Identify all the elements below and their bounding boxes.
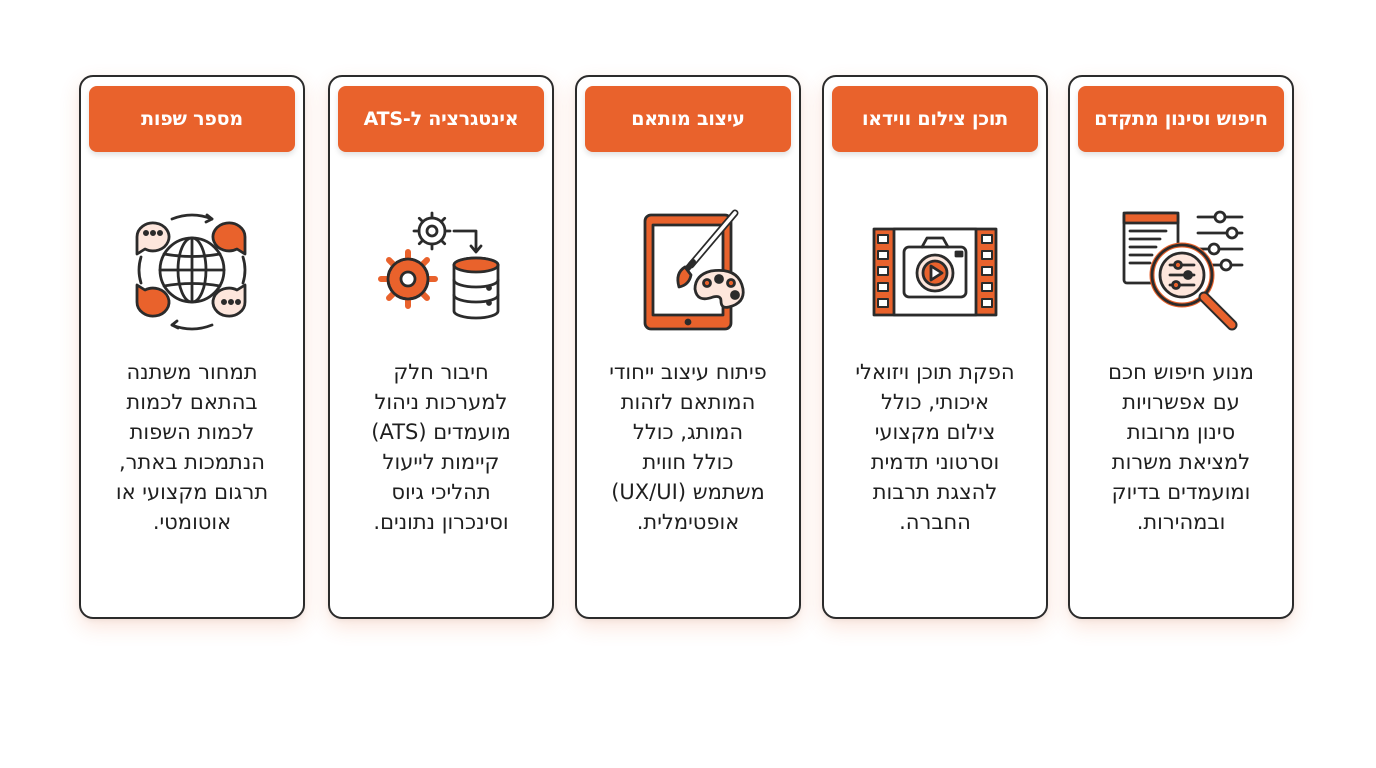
description-line: הפקת תוכן ויזואלי	[855, 360, 1015, 384]
description-line: ובמהירות.	[1136, 510, 1226, 534]
card-title: מספר שפות	[89, 86, 295, 152]
card-ats-integration: אינטגרציה ל-ATS	[328, 75, 554, 619]
description-line: ומועמדים בדיוק	[1111, 480, 1251, 504]
description-line: החברה.	[899, 510, 971, 534]
description-line: המותג, כולל	[632, 420, 744, 444]
description-line: עם אפשרויות	[1122, 390, 1240, 414]
film-camera-icon	[870, 207, 1000, 337]
card-advanced-search: חיפוש וסינון מתקדם מנוע חיפוש חכם עם א	[1068, 75, 1294, 619]
description-line: איכותי, כולל	[880, 390, 990, 414]
card-description: הפקת תוכן ויזואלי איכותי, כולל צילום מקצ…	[838, 357, 1032, 537]
description-line: בהתאם לכמות	[126, 390, 258, 414]
card-description: תמחור משתנה בהתאם לכמות לכמות השפות הנתמ…	[95, 357, 289, 537]
description-line: מנוע חיפוש חכם	[1108, 360, 1254, 384]
card-title: תוכן צילום ווידאו	[832, 86, 1038, 152]
card-title: אינטגרציה ל-ATS	[338, 86, 544, 152]
description-line: המותאם לזהות	[620, 390, 756, 414]
description-line: למציאת משרות	[1111, 450, 1251, 474]
card-photo-video: תוכן צילום ווידאו הפקת תוכן ויזואלי איכו…	[822, 75, 1048, 619]
card-description: חיבור חלק למערכות ניהול מועמדים (ATS) קי…	[344, 357, 538, 537]
card-languages: מספר שפות תמחור משתנה בהתאם לכמות לכמות …	[79, 75, 305, 619]
description-line: כולל חווית	[642, 450, 734, 474]
description-line: חיבור חלק	[393, 360, 489, 384]
card-description: פיתוח עיצוב ייחודי המותאם לזהות המותג, כ…	[591, 357, 785, 537]
description-line: סינון מרובות	[1126, 420, 1236, 444]
description-line: קיימות לייעול	[382, 450, 500, 474]
description-line: משתמש (UX/UI)	[611, 480, 765, 504]
description-line: צילום מקצועי	[874, 420, 996, 444]
description-line: הנתמכות באתר,	[118, 450, 265, 474]
description-line: תמחור משתנה	[126, 360, 258, 384]
description-line: למערכות ניהול	[374, 390, 508, 414]
description-line: וסרטוני תדמית	[870, 450, 1000, 474]
description-line: מועמדים (ATS)	[371, 420, 511, 444]
description-line: תהליכי גיוס	[391, 480, 491, 504]
search-filter-icon	[1116, 207, 1246, 337]
card-title: חיפוש וסינון מתקדם	[1078, 86, 1284, 152]
description-line: פיתוח עיצוב ייחודי	[609, 360, 767, 384]
description-line: להצגת תרבות	[872, 480, 998, 504]
description-line: תרגום מקצועי או	[115, 480, 269, 504]
gears-database-icon	[376, 207, 506, 337]
card-custom-design: עיצוב מותאם פיתוח עיצוב ייחודי המותאם לז…	[575, 75, 801, 619]
card-title: עיצוב מותאם	[585, 86, 791, 152]
description-line: לכמות השפות	[129, 420, 255, 444]
card-description: מנוע חיפוש חכם עם אפשרויות סינון מרובות …	[1084, 357, 1278, 537]
description-line: אוטומטי.	[152, 510, 232, 534]
tablet-brush-palette-icon	[623, 207, 753, 337]
description-line: וסינכרון נתונים.	[373, 510, 509, 534]
globe-chat-icon	[127, 207, 257, 337]
description-line: אופטימלית.	[636, 510, 740, 534]
